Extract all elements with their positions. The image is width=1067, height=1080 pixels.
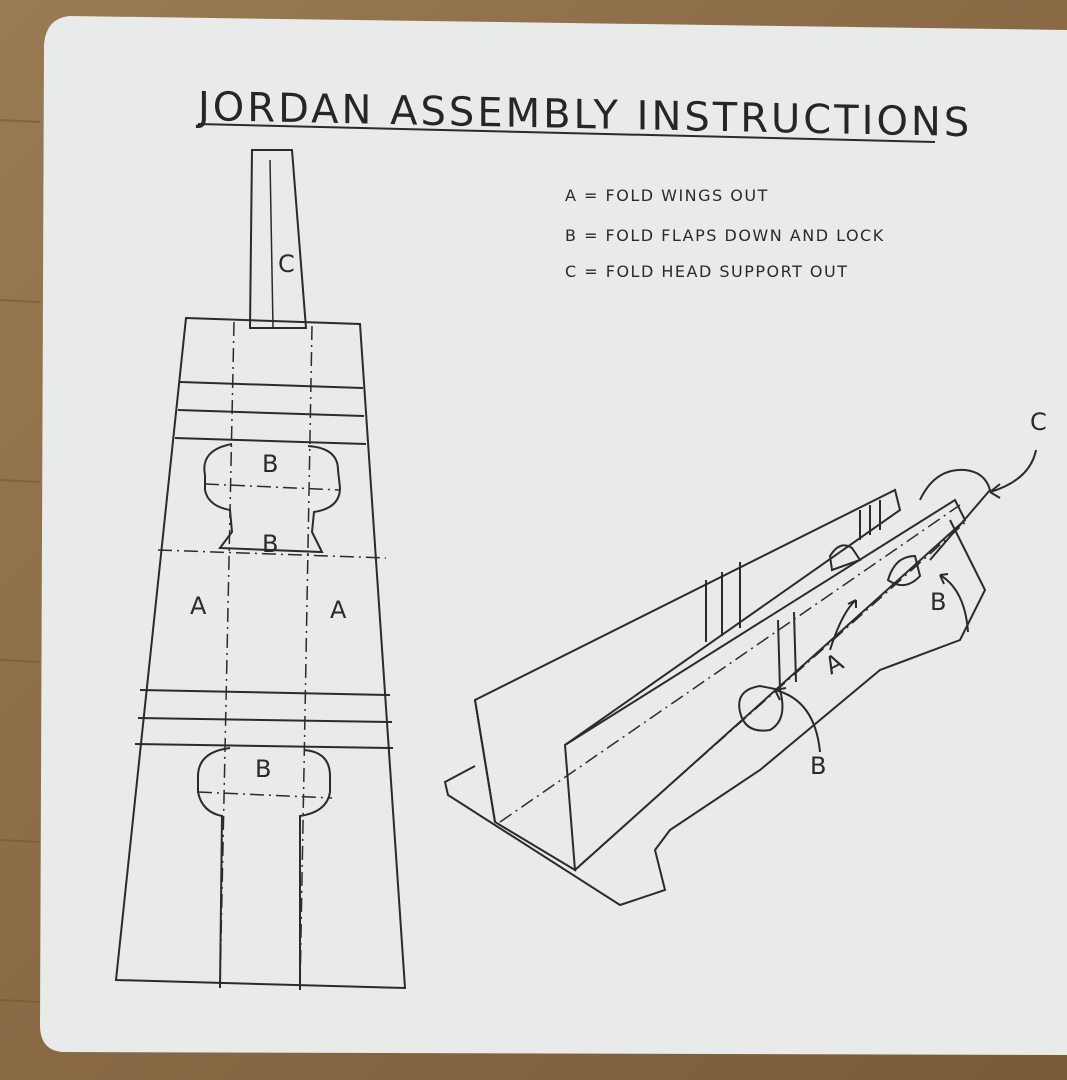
label-wing-a-left: A <box>190 592 207 620</box>
legend-item-c: C = FOLD HEAD SUPPORT OUT <box>565 262 849 281</box>
label-flap-b-tab: B <box>262 530 279 558</box>
legend-item-b: B = FOLD FLAPS DOWN AND LOCK <box>565 226 885 245</box>
label-wing-a-right: A <box>330 596 347 624</box>
label-iso-b-bottom: B <box>810 752 827 780</box>
label-head-support-c: C <box>278 250 295 278</box>
flat-pattern <box>114 149 407 991</box>
label-iso-b-right: B <box>930 588 947 616</box>
title-underline <box>197 123 936 143</box>
instruction-card <box>40 16 1067 1055</box>
label-iso-c: C <box>1030 408 1047 436</box>
legend-item-a: A = FOLD WINGS OUT <box>565 186 769 205</box>
assembled-view <box>443 449 1037 907</box>
wood-grain <box>0 119 41 1003</box>
label-flap-b-bottom: B <box>255 755 272 783</box>
right-wing <box>564 498 967 871</box>
cradle-body-outline <box>114 316 407 990</box>
label-flap-b-top: B <box>262 450 279 478</box>
base-outline <box>443 519 987 907</box>
head-support-strip <box>248 149 308 329</box>
